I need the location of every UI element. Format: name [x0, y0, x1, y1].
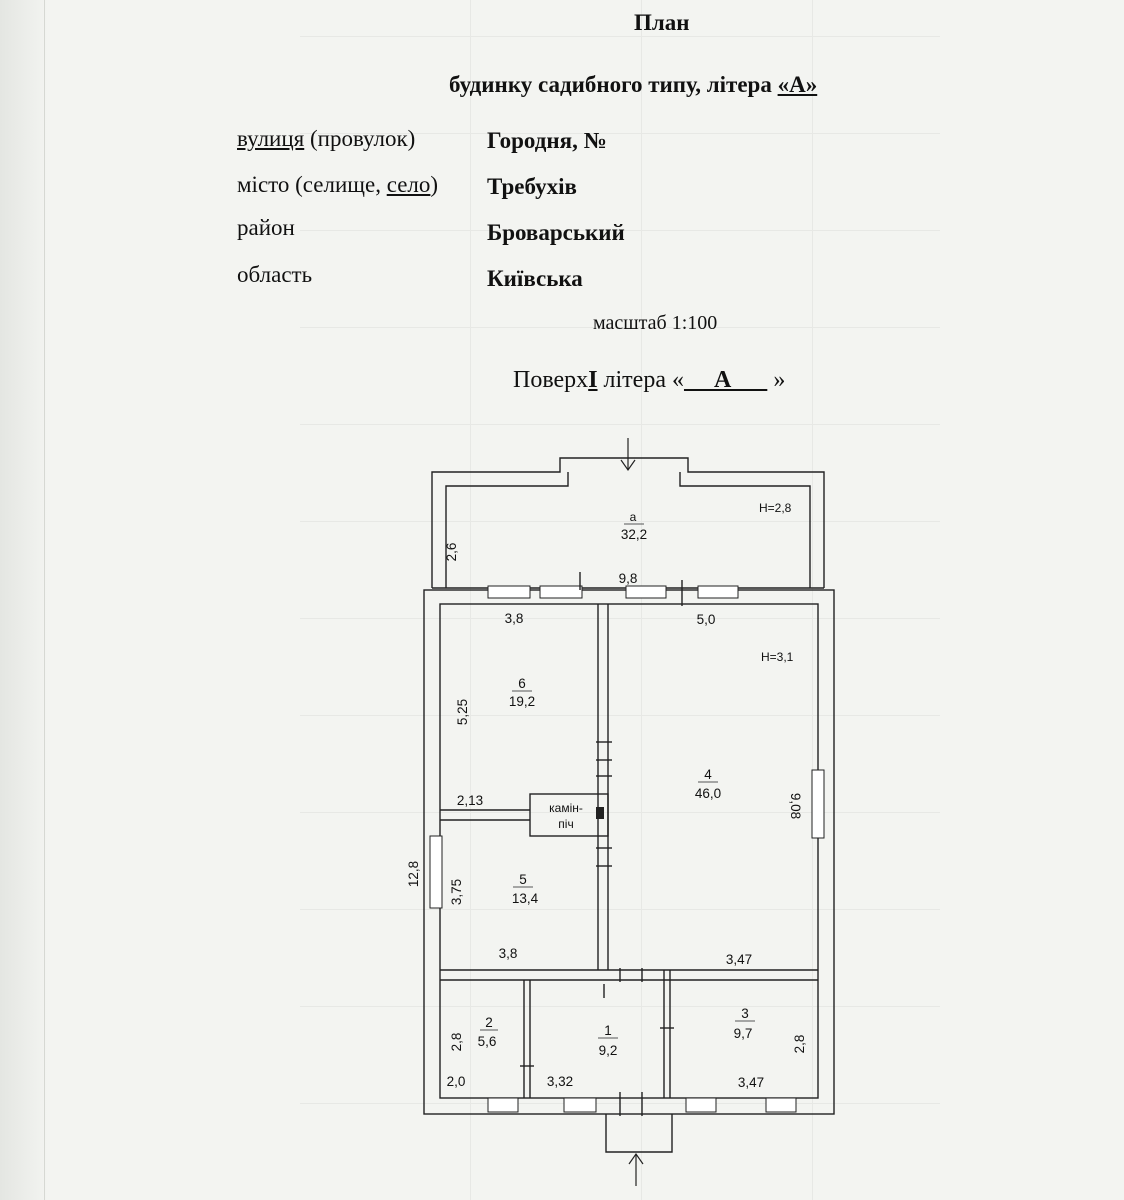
- dim-r2-depth: 2,8: [449, 1033, 464, 1052]
- dim-total-depth: 12,8: [406, 861, 421, 887]
- dimension-labels: 2,6 9,8 3,8 5,0 5,25 2,13 12,8 9,08 3,75…: [406, 543, 807, 1090]
- city-label-underlined: село: [386, 172, 431, 197]
- terrace-outline: [431, 457, 825, 588]
- window: [563, 1097, 597, 1113]
- dim-r6-width: 3,8: [505, 611, 524, 626]
- street-label-rest: (провулок): [304, 126, 416, 151]
- street-label-underlined: вулиця: [237, 126, 305, 151]
- floor-heading: ПоверхI літера « А »: [513, 367, 785, 394]
- dim-r3-top: 3,47: [726, 952, 752, 967]
- room-3-number: 3: [741, 1006, 749, 1021]
- dim-r3-depth: 2,8: [792, 1035, 807, 1054]
- window: [625, 585, 667, 599]
- dim-r4-depth: 9,08: [788, 793, 803, 819]
- dim-r1-width: 3,32: [547, 1074, 573, 1089]
- document-subtitle: будинку садибного типу, літера «А»: [449, 72, 817, 98]
- fireplace-label-2: піч: [558, 817, 573, 831]
- fireplace-box: [529, 793, 609, 837]
- fireplace-flue: [596, 807, 604, 819]
- terrace-inner-right: [679, 472, 811, 588]
- room-6-number: 6: [518, 676, 526, 691]
- house-inner-wall: [439, 603, 819, 1099]
- dim-r6-depth: 5,25: [455, 699, 470, 725]
- document-title: План: [634, 10, 690, 35]
- dim-terrace-depth: 2,6: [444, 543, 459, 562]
- city-label-a: місто (селище,: [237, 172, 387, 197]
- dim-r5-width: 3,8: [499, 946, 518, 961]
- subtitle-letter: «А»: [777, 72, 818, 97]
- district-value: Броварський: [487, 220, 625, 245]
- window: [429, 835, 443, 909]
- room-2-area: 5,6: [478, 1034, 497, 1049]
- floor-number: I: [588, 367, 598, 393]
- window: [539, 585, 583, 599]
- room-4-area: 46,0: [695, 786, 721, 801]
- region-value: Київська: [487, 266, 583, 291]
- window: [811, 769, 825, 839]
- window: [487, 1097, 519, 1113]
- room-2-number: 2: [485, 1015, 493, 1030]
- window: [697, 585, 739, 599]
- room-3-area: 9,7: [734, 1026, 753, 1041]
- door-marks: [520, 572, 683, 1116]
- dim-total-width: 9,8: [619, 571, 638, 586]
- floor-suffix: »: [767, 367, 786, 393]
- fireplace-label-1: камін-: [549, 801, 583, 815]
- scale-note: масштаб 1:100: [593, 312, 718, 334]
- room-a-area: 32,2: [621, 527, 647, 542]
- room-1-area: 9,2: [599, 1043, 618, 1058]
- region-label: область: [237, 262, 313, 287]
- district-label: район: [237, 215, 295, 240]
- dim-r3-width: 3,47: [738, 1075, 764, 1090]
- subtitle-text: будинку садибного типу, літера: [449, 72, 772, 97]
- dim-r5-depth: 3,75: [449, 879, 464, 905]
- floor-prefix: Поверх: [513, 367, 589, 393]
- floor-middle: літера «: [597, 367, 684, 393]
- city-label: місто (селище, село): [237, 172, 438, 198]
- room-1-number: 1: [604, 1023, 612, 1038]
- terrace-inner-left: [445, 472, 569, 588]
- dim-fire-wall: 2,13: [457, 793, 483, 808]
- street-value: Городня, №: [487, 128, 607, 153]
- window: [765, 1097, 797, 1113]
- window: [685, 1097, 717, 1113]
- window: [487, 585, 531, 599]
- room-5-area: 13,4: [512, 891, 539, 906]
- page-edge-line: [44, 0, 45, 1200]
- room-6-area: 19,2: [509, 694, 535, 709]
- room-5-number: 5: [519, 872, 527, 887]
- street-label: вулиця (провулок): [237, 126, 415, 152]
- room-labels: а 32,2 6 19,2 4 46,0 5 13,4 2 5,6 1 9,2 …: [478, 501, 794, 1058]
- city-label-c: ): [430, 172, 439, 197]
- plan-windows: [429, 585, 825, 1113]
- room-a-number: а: [630, 510, 637, 524]
- entry-porch: [605, 1114, 673, 1153]
- room-4-number: 4: [704, 767, 712, 782]
- floor-letter: А: [683, 367, 768, 393]
- dim-r4-width: 5,0: [697, 612, 716, 627]
- height-terrace: H=2,8: [759, 501, 792, 515]
- city-value: Требухів: [487, 174, 577, 199]
- dim-r2-width: 2,0: [447, 1074, 466, 1089]
- height-house: H=3,1: [761, 650, 794, 664]
- entry-arrows: [620, 438, 644, 1186]
- page-edge-shadow: [0, 0, 48, 1200]
